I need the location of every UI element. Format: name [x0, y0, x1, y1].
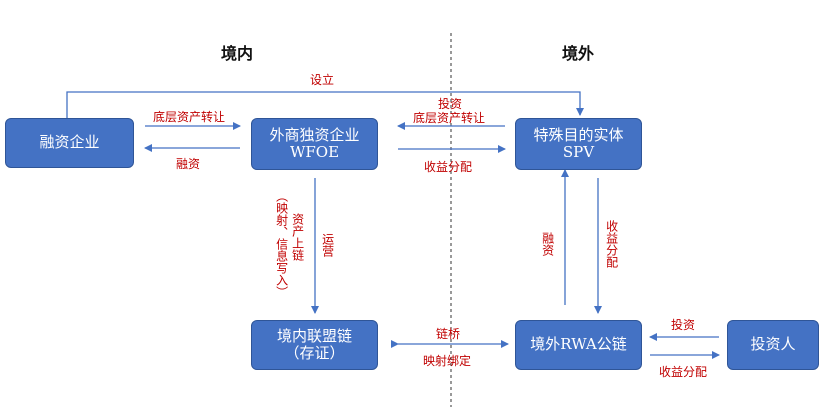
label-invest-1: 投资 [438, 97, 463, 111]
label-mapping-binding: 映射绑定 [423, 354, 472, 368]
region-domestic: 境内 [221, 44, 254, 63]
node-investor: 投资人 [727, 320, 819, 370]
label-asset-transfer-1: 底层资产转让 [153, 110, 226, 124]
node-rwa-public-chain: 境外RWA公链 [515, 320, 642, 370]
node-wfoe-label-1: 外商独资企业 [269, 125, 360, 144]
node-financing-company: 融资企业 [5, 118, 134, 168]
node-spv-label-2: SPV [562, 143, 595, 161]
node-rwa-label: 境外RWA公链 [530, 335, 627, 354]
node-consortium-chain: 境内联盟链 （存证） [251, 320, 378, 370]
label-financing-2: 融资 [540, 232, 555, 256]
establish-arrow [66, 91, 584, 118]
label-asset-transfer-2: 底层资产转让 [413, 111, 486, 125]
node-spv-label-1: 特殊目的实体 [533, 125, 624, 144]
node-wfoe-label-2: WFOE [289, 143, 340, 161]
node-wfoe: 外商独资企业 WFOE [251, 118, 378, 170]
label-income-distribution-2: 收益分配 [604, 220, 619, 268]
label-asset-on-chain: 资产上链 [290, 213, 305, 261]
label-financing-1: 融资 [176, 157, 201, 171]
region-overseas: 境外 [562, 44, 595, 63]
node-consortium-label-2: （存证） [284, 344, 345, 362]
node-financing-company-label: 融资企业 [39, 133, 100, 152]
node-spv: 特殊目的实体 SPV [515, 118, 642, 170]
label-chain-bridge: 链桥 [436, 327, 461, 341]
node-consortium-label-1: 境内联盟链 [276, 326, 352, 345]
label-invest-2: 投资 [671, 318, 696, 332]
label-income-distribution-3: 收益分配 [659, 365, 708, 379]
label-mapping-note: （映射、信息写入） [274, 190, 289, 298]
node-investor-label: 投资人 [750, 335, 796, 354]
label-establish: 设立 [310, 73, 335, 87]
label-operation: 运营 [320, 233, 335, 257]
label-income-distribution-1: 收益分配 [424, 160, 473, 174]
